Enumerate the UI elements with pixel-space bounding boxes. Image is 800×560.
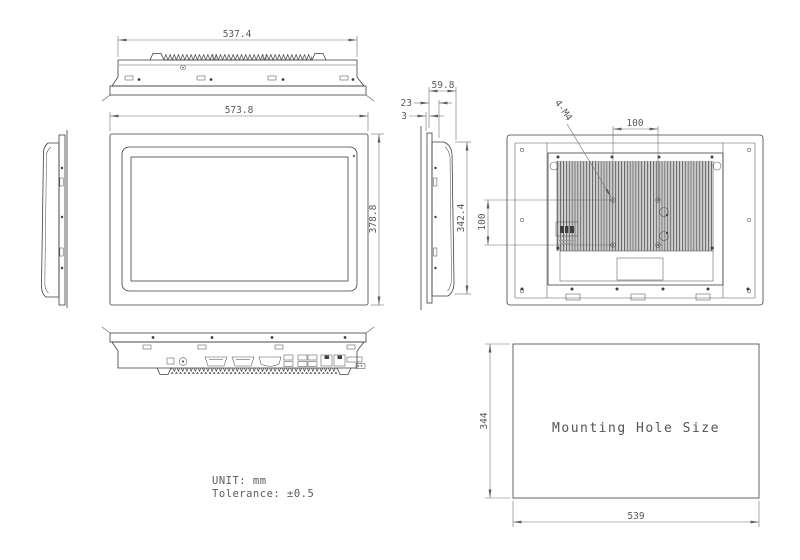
vesa-thread-label: 4-M4	[552, 98, 574, 123]
side-screws	[433, 166, 438, 270]
dc-terminal	[346, 356, 363, 363]
panel-wall-hooks	[101, 94, 375, 102]
top-chassis-outline	[111, 59, 365, 87]
right-side-view: 59.8 23 3 342.4	[401, 80, 471, 310]
tolerance-note: Tolerance: ±0.5	[212, 488, 314, 500]
dim-vesa-v-label: 100	[477, 213, 488, 230]
top-screw-row	[124, 75, 355, 81]
panel-wall-hooks-bottom	[101, 326, 375, 334]
dim-side-height-label: 342.4	[456, 203, 467, 232]
top-view-dimension: 537.4	[117, 29, 358, 57]
mounting-hole-diagram: Mounting Hole Size 344 539	[479, 343, 760, 527]
dim-bezel-label: 3	[401, 111, 407, 122]
dim-front-height-label: 378.8	[368, 204, 379, 233]
bezel-dimension: 3	[401, 111, 444, 131]
left-chassis-profile	[41, 142, 60, 298]
serial-port-2	[231, 356, 255, 367]
mounting-box-title: Mounting Hole Size	[552, 421, 720, 436]
rear-view: 100 100 4-M4	[477, 98, 764, 306]
bottom-chassis-outline	[111, 341, 365, 369]
side-height-dimension: 342.4	[455, 141, 471, 295]
unit-note: UNIT: mm	[212, 475, 267, 487]
dim-top-width-label: 537.4	[223, 29, 252, 40]
side-chassis-profile	[431, 141, 455, 297]
front-height-dimension: 378.8	[368, 133, 384, 306]
bottom-screw-row	[142, 336, 356, 350]
notes: UNIT: mm Tolerance: ±0.5	[212, 475, 314, 500]
bottom-heatsink	[156, 367, 352, 375]
io-ports	[166, 354, 366, 369]
usb-ports	[283, 354, 318, 367]
left-side-screws	[59, 166, 64, 270]
front-outer-frame	[109, 133, 369, 306]
dim-depth-label: 59.8	[432, 80, 455, 91]
video-port	[258, 356, 282, 367]
front-sensor-dot	[353, 155, 355, 157]
top-heatsink-fins	[164, 54, 312, 60]
rear-heatsink-fins	[556, 161, 714, 251]
serial-port-1	[204, 356, 228, 367]
left-chassis-inner-line	[44, 146, 52, 294]
left-side-view	[41, 130, 68, 308]
top-bezel-plate	[109, 85, 367, 96]
vesa-holes	[610, 197, 669, 248]
rear-label-plate	[616, 257, 664, 281]
vesa-horizontal-dimension: 100	[613, 118, 658, 131]
dim-front-width-label: 573.8	[225, 105, 254, 116]
front-view: 573.8 378.8	[109, 105, 384, 306]
rear-io-bay	[520, 250, 750, 301]
bottom-view	[101, 326, 375, 375]
dim-step-label: 23	[401, 98, 412, 109]
depth-dimension: 59.8	[428, 80, 457, 140]
top-mounting-bosses	[149, 53, 327, 71]
side-chassis-inner-line	[444, 146, 452, 292]
side-bezel-profile	[426, 132, 433, 304]
bottom-bezel-plate	[109, 332, 367, 343]
front-screen	[130, 156, 349, 282]
front-bezel	[121, 146, 358, 292]
cutout-height-dimension: 344	[479, 343, 510, 499]
dim-cutout-height-label: 344	[479, 412, 490, 429]
rear-corner-standoffs	[549, 161, 722, 171]
top-view: 537.4	[101, 29, 375, 102]
step-dimension: 23	[401, 98, 452, 138]
power-jack	[178, 357, 188, 366]
rear-chassis	[547, 152, 724, 286]
lan-ports	[320, 354, 346, 367]
dim-vesa-h-label: 100	[626, 118, 643, 129]
left-bezel-profile	[58, 134, 66, 306]
dim-cutout-width-label: 539	[627, 511, 644, 522]
mounting-cutout-box	[512, 343, 760, 499]
rear-power-connector	[555, 221, 579, 244]
vesa-vertical-dimension: 100	[477, 200, 490, 245]
vesa-extension-lines	[484, 126, 659, 246]
rear-outer-frame	[506, 134, 764, 306]
cutout-width-dimension: 539	[512, 501, 760, 527]
front-width-dimension: 573.8	[109, 105, 369, 131]
